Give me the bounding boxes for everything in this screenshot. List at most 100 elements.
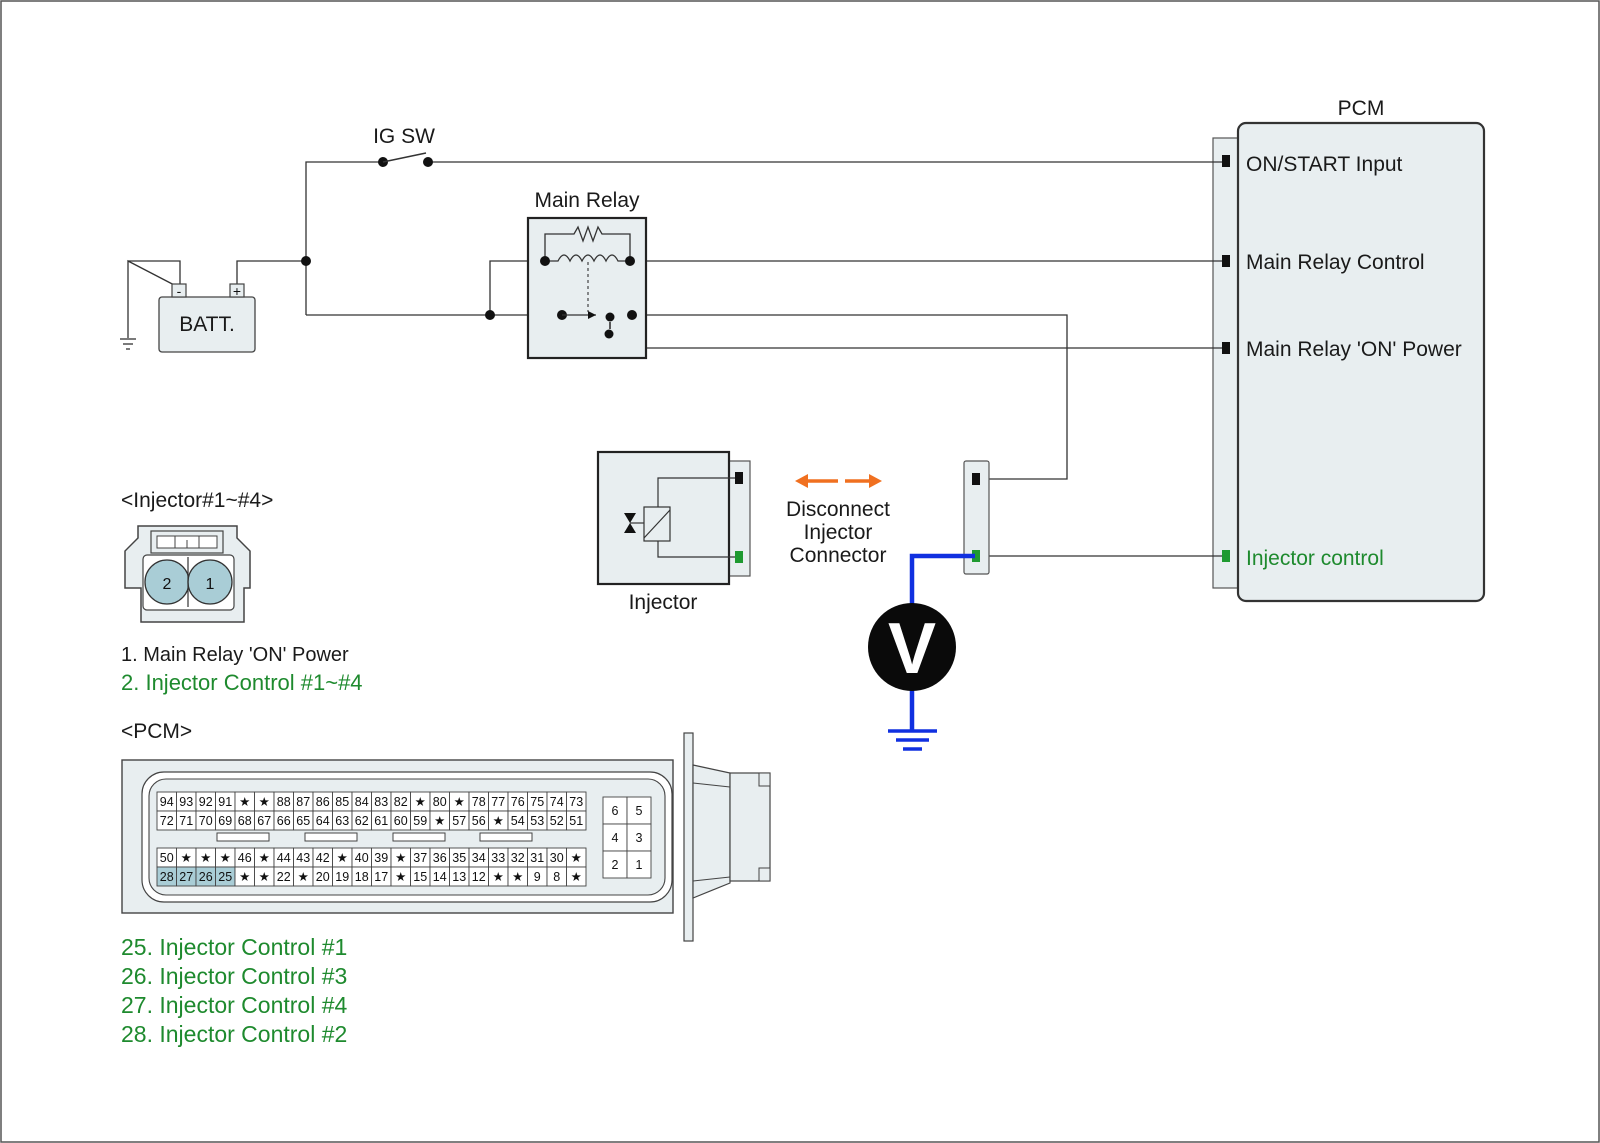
pcm-pin-label: 72 — [160, 814, 174, 828]
injector-connector-title: <Injector#1~#4> — [121, 489, 273, 512]
voltmeter-symbol: V — [888, 609, 936, 689]
pcm-main-relay-on-power-label: Main Relay 'ON' Power — [1246, 338, 1462, 361]
injector-connector-face: 2 1 — [124, 525, 251, 623]
pcm-pin-label: 50 — [160, 851, 174, 865]
pcm-pin-label: 39 — [374, 851, 388, 865]
injector: Injector — [596, 450, 751, 614]
pcm-pin-cell — [566, 866, 587, 887]
pcm-pin-label: ★ — [571, 851, 582, 865]
pcm-pin-label: 61 — [374, 814, 388, 828]
pcm-main-relay-control-label: Main Relay Control — [1246, 251, 1425, 274]
pcm-pin-label: 82 — [394, 795, 408, 809]
pcm-pin-label: ★ — [395, 870, 406, 884]
disconnect-arrows — [795, 474, 882, 488]
pcm-pin-label: 20 — [316, 870, 330, 884]
pcm-terminal-injector-control — [1222, 550, 1230, 562]
pcm-pin-label: 93 — [179, 795, 193, 809]
pcm-legend-item: 28. Injector Control #2 — [121, 1021, 347, 1047]
pcm-pin-label: 76 — [511, 795, 525, 809]
pcm-pin-label: 54 — [511, 814, 525, 828]
pcm-pin-label: 43 — [296, 851, 310, 865]
pcm-title: PCM — [1338, 97, 1385, 120]
battery-label: BATT. — [179, 313, 235, 336]
pcm-pin-label: ★ — [512, 870, 523, 884]
junction-dots — [301, 256, 495, 320]
pcm-pin-label: 22 — [277, 870, 291, 884]
pcm-pin-label: 68 — [238, 814, 252, 828]
ground-icon — [120, 338, 136, 350]
disconnect-label-line1: Disconnect — [786, 498, 890, 521]
pcm-pin-label: ★ — [181, 851, 192, 865]
pcm-pin-label: 64 — [316, 814, 330, 828]
pcm-pin-label: 18 — [355, 870, 369, 884]
injector-terminal-2 — [735, 551, 743, 563]
pcm-small-pin-cell — [602, 796, 628, 825]
pcm-pin-label: 17 — [374, 870, 388, 884]
injector-legend-item: 2. Injector Control #1~#4 — [121, 670, 363, 695]
pcm-pin-label: 15 — [413, 870, 427, 884]
pcm-pin-label: ★ — [571, 870, 582, 884]
pcm-pin-label: 70 — [199, 814, 213, 828]
battery-positive-wire — [236, 260, 306, 288]
pcm-pin-label: 12 — [472, 870, 486, 884]
battery: - + BATT. — [158, 283, 256, 353]
pcm-legend-item: 25. Injector Control #1 — [121, 934, 347, 960]
pcm-pin-label: ★ — [259, 851, 270, 865]
left-arrow-icon — [795, 474, 808, 488]
main-relay-label: Main Relay — [534, 189, 640, 212]
pcm-pin-label: ★ — [239, 795, 250, 809]
pcm-connector-title: <PCM> — [121, 720, 192, 743]
injector-pin-2: 2 — [163, 576, 172, 593]
injector-pin-1: 1 — [206, 576, 215, 593]
pcm-pin-label: ★ — [239, 870, 250, 884]
pcm-pin-label: ★ — [493, 870, 504, 884]
disconnect-label-line3: Connector — [790, 544, 887, 567]
pcm-pin-label: 8 — [553, 870, 560, 884]
pcm-small-pin-label: 6 — [612, 804, 619, 818]
pcm-small-pin-cell — [626, 796, 652, 825]
pcm-pin-label: 78 — [472, 795, 486, 809]
pcm-pin-label: 36 — [433, 851, 447, 865]
battery-plus-label: + — [233, 283, 241, 299]
pcm-pin-label: 63 — [335, 814, 349, 828]
pcm-pin-label: 51 — [569, 814, 583, 828]
pcm-pin-label: 62 — [355, 814, 369, 828]
pcm-pin-label: 91 — [218, 795, 232, 809]
ground-icon — [888, 729, 937, 751]
pcm-pin-label: ★ — [200, 851, 211, 865]
pcm-pin-label: 14 — [433, 870, 447, 884]
pcm-pin-label: 46 — [238, 851, 252, 865]
pcm-pin-label: ★ — [395, 851, 406, 865]
pcm-small-pin-label: 5 — [636, 804, 643, 818]
pcm-small-pin-cell — [602, 850, 628, 879]
pcm-pin-label: ★ — [259, 870, 270, 884]
pcm-pin-label: 19 — [335, 870, 349, 884]
pcm-pin-label: 92 — [199, 795, 213, 809]
pcm-pin-label: 40 — [355, 851, 369, 865]
pcm-pin-label: 25 — [218, 870, 232, 884]
pcm-pin-label: 44 — [277, 851, 291, 865]
pcm-on-start-label: ON/START Input — [1246, 153, 1403, 176]
pcm-terminal-on-start — [1222, 155, 1230, 167]
harness-connector — [963, 460, 990, 575]
pcm-pin-label: 27 — [179, 870, 193, 884]
injector-legend-item: 1. Main Relay 'ON' Power — [121, 644, 349, 666]
pcm-box: PCM ON/START Input Main Relay Control Ma… — [1212, 97, 1486, 603]
pcm-small-pin-label: 3 — [636, 831, 643, 845]
pcm-pin-label: 87 — [296, 795, 310, 809]
main-relay: Main Relay — [526, 189, 648, 360]
pcm-pin-label: 60 — [394, 814, 408, 828]
pcm-pin-label: 53 — [530, 814, 544, 828]
pcm-small-pin-cell — [626, 850, 652, 879]
pcm-pin-label: 94 — [160, 795, 174, 809]
right-arrow-icon — [869, 474, 882, 488]
pcm-pin-label: 26 — [199, 870, 213, 884]
pcm-pin-label: 88 — [277, 795, 291, 809]
pcm-pin-label: 52 — [550, 814, 564, 828]
pcm-pin-label: 65 — [296, 814, 310, 828]
battery-minus-label: - — [177, 283, 182, 299]
pcm-pin-label: 33 — [491, 851, 505, 865]
